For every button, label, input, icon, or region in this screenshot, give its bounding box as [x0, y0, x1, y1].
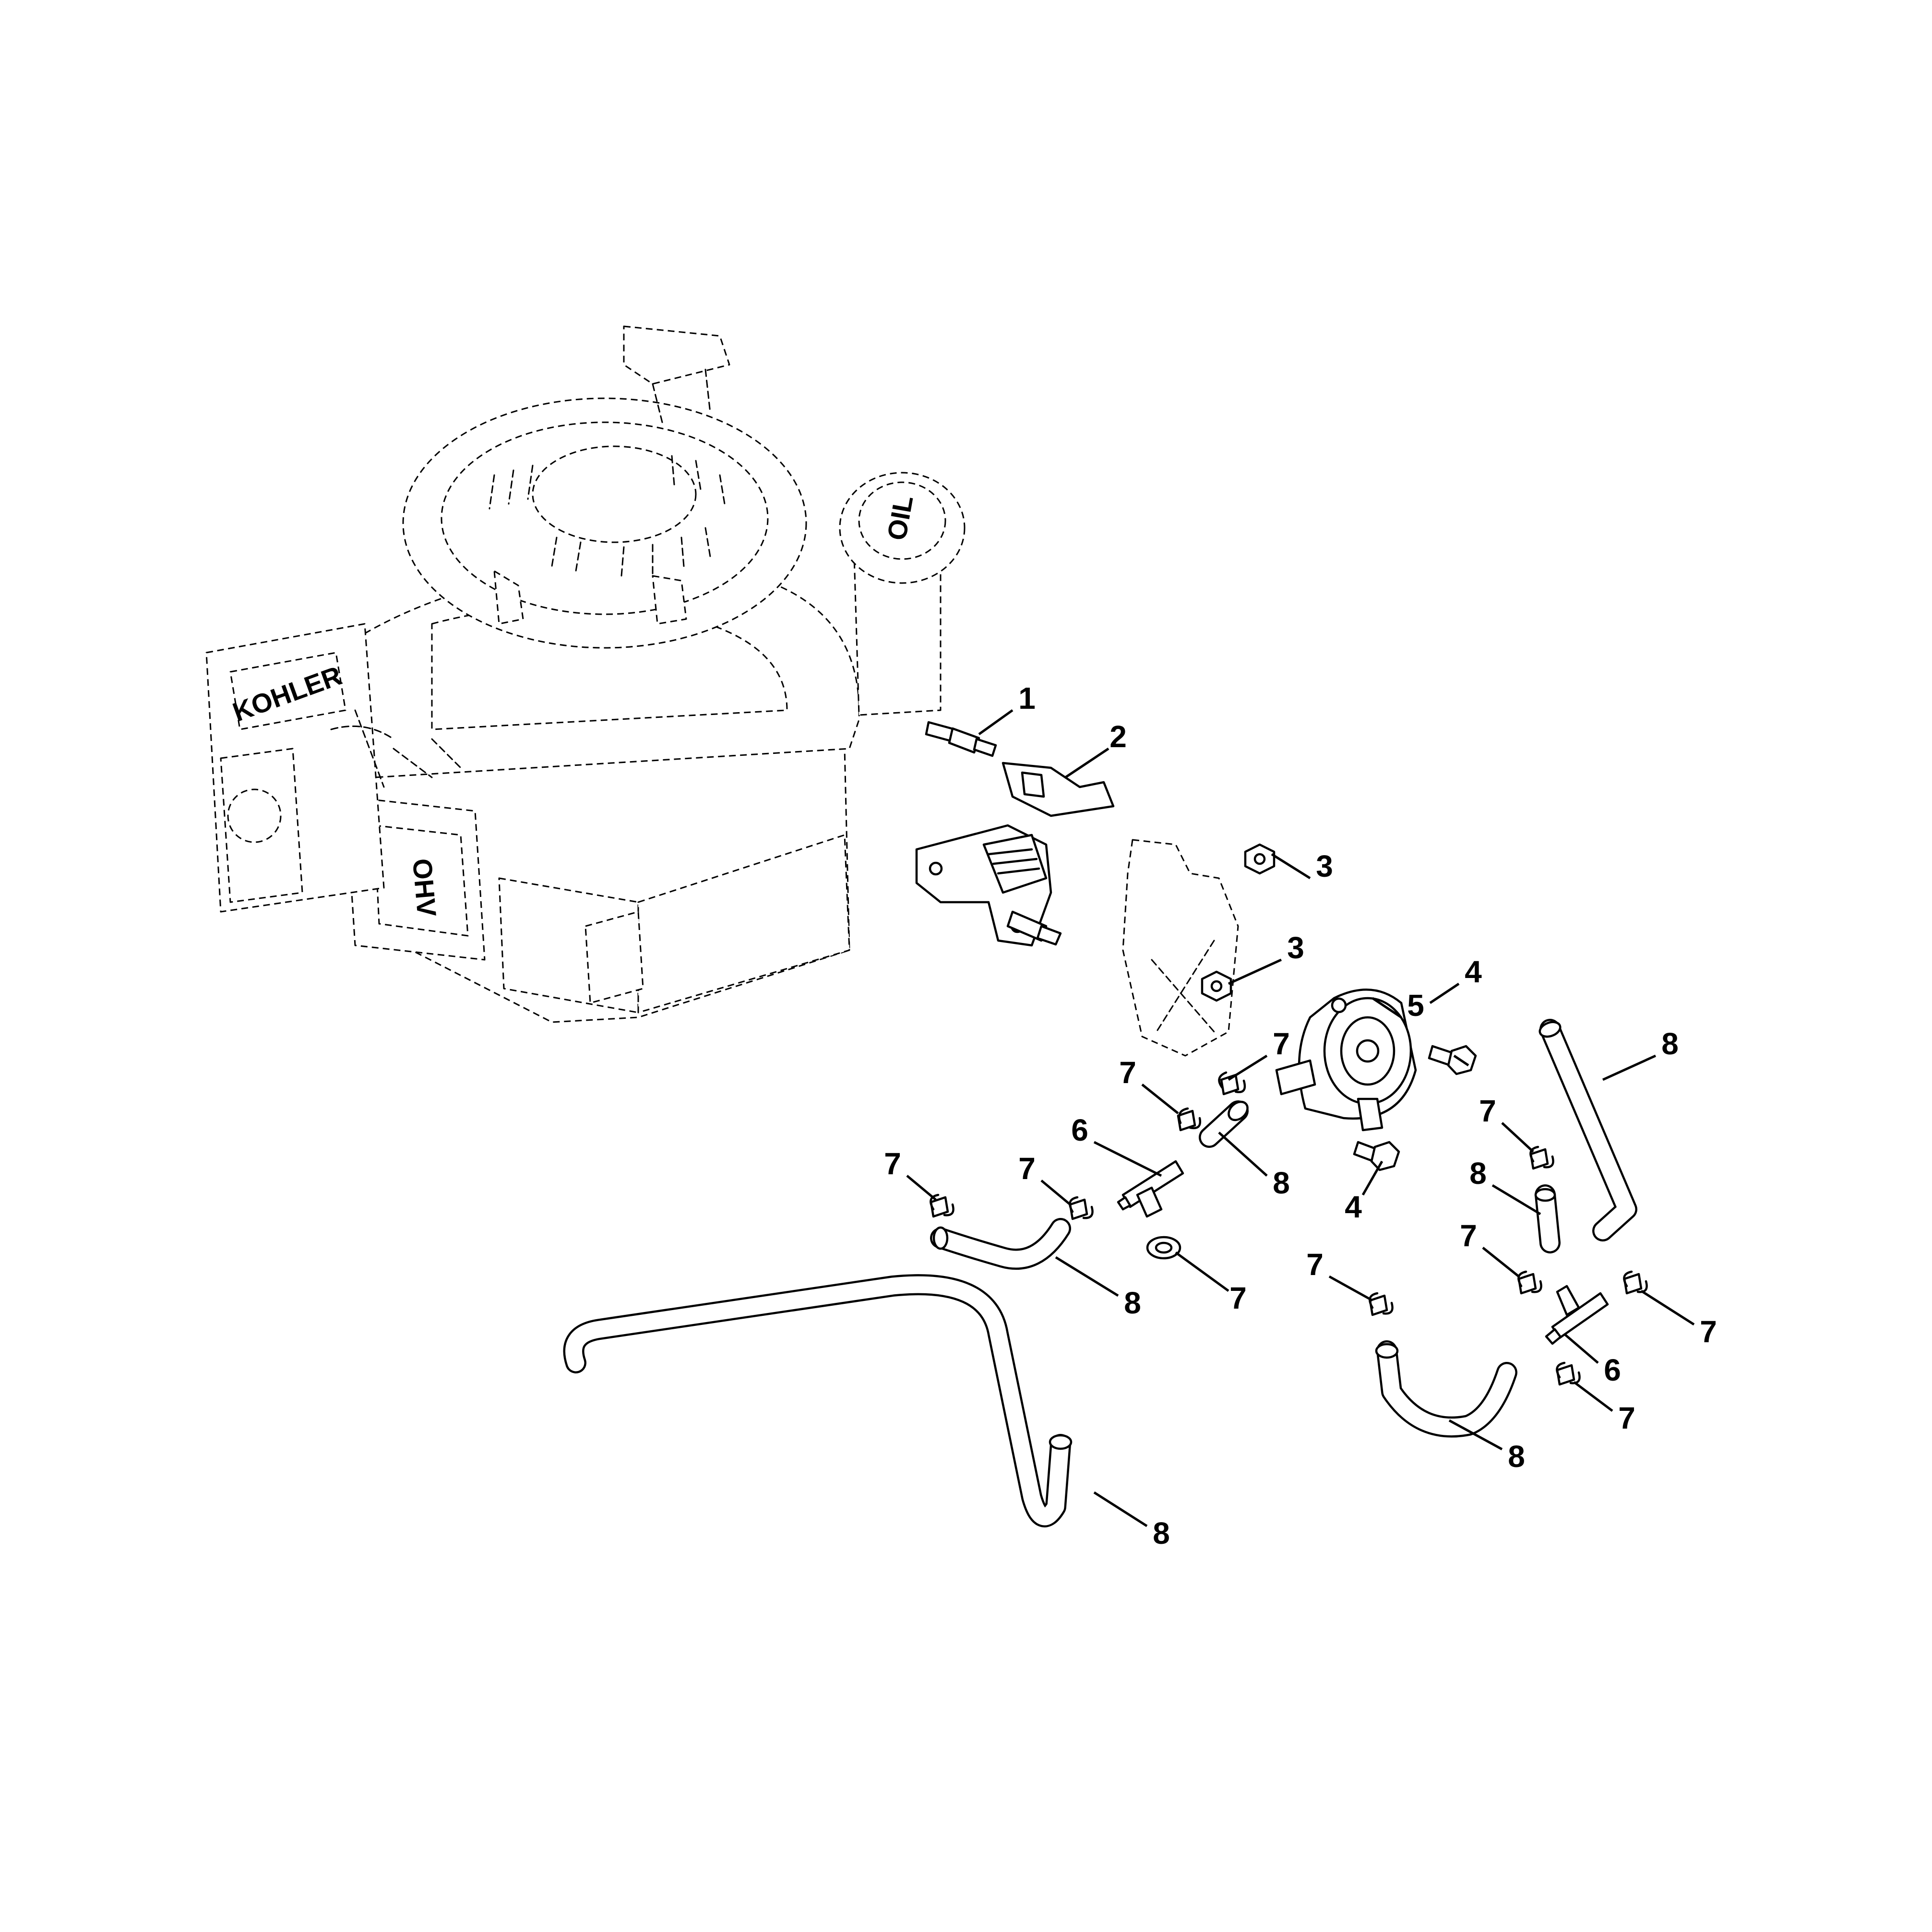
- part-1-hose-fitting: [925, 721, 997, 757]
- mounting-plate: [1122, 839, 1239, 1057]
- callout-2: 2: [1109, 719, 1127, 754]
- callout-7-g: 7: [1460, 1218, 1477, 1253]
- part-8-hose-left-middle: [930, 1218, 1071, 1270]
- callout-4-upper: 4: [1465, 954, 1482, 989]
- callout-6-right: 6: [1604, 1353, 1621, 1387]
- callout-7-h: 7: [1700, 1314, 1717, 1349]
- leader-lines: [906, 709, 1695, 1527]
- part-3-nut-lower: [1201, 970, 1232, 1002]
- callout-7-a: 7: [1119, 1055, 1136, 1090]
- part-8-hose-long: [563, 1274, 1073, 1527]
- part-2-bracket-assembly: [915, 762, 1115, 947]
- part-7-clamp-f: [1529, 1145, 1554, 1170]
- callout-7-c: 7: [884, 1146, 901, 1181]
- callout-7-e: 7: [1229, 1281, 1247, 1315]
- callout-7-i: 7: [1306, 1247, 1324, 1282]
- part-4-screw-lower: [1353, 1141, 1400, 1171]
- callout-8-left-middle: 8: [1124, 1286, 1141, 1320]
- callout-4-lower: 4: [1345, 1190, 1362, 1224]
- part-3-nut-upper: [1244, 843, 1276, 875]
- callout-8-u-right: 8: [1508, 1439, 1525, 1474]
- callout-7-f: 7: [1479, 1094, 1496, 1128]
- part-7-clamp-b: [1218, 1071, 1246, 1096]
- part-8-hose-small-right: [1534, 1184, 1561, 1253]
- part-8-hose-right-upper: [1538, 1019, 1637, 1241]
- part-6-tee-fitting-left: [1117, 1160, 1184, 1218]
- callout-3-upper: 3: [1316, 849, 1333, 883]
- callout-8-small-right: 8: [1469, 1156, 1487, 1191]
- part-7-clamp-d: [1069, 1196, 1094, 1220]
- part-7-clamp-c: [930, 1193, 954, 1218]
- part-8-hose-u-right: [1375, 1340, 1517, 1438]
- part-5-fuel-pump: [1275, 988, 1417, 1132]
- callout-5: 5: [1407, 988, 1424, 1023]
- part-7-clamp-i: [1369, 1292, 1394, 1316]
- callout-7-b: 7: [1273, 1026, 1290, 1061]
- part-7-clamp-e: [1146, 1236, 1181, 1260]
- callout-7-d: 7: [1018, 1151, 1036, 1186]
- part-7-clamp-g: [1517, 1270, 1542, 1295]
- callout-3-lower: 3: [1287, 930, 1304, 965]
- engine-phantom: OIL KOHLER OHV: [205, 325, 966, 1023]
- callout-8-short: 8: [1273, 1166, 1290, 1200]
- callout-1: 1: [1018, 681, 1036, 716]
- valve-cover-marking: OHV: [407, 857, 442, 918]
- part-6-tee-fitting-right: [1545, 1285, 1609, 1345]
- part-4-screw-upper: [1428, 1045, 1477, 1075]
- callout-6-left: 6: [1071, 1113, 1088, 1147]
- callout-7-j: 7: [1618, 1401, 1635, 1435]
- part-8-hose-short-upper: [1199, 1100, 1249, 1148]
- part-7-clamp-j: [1556, 1361, 1581, 1386]
- callout-8-right-upper: 8: [1661, 1026, 1679, 1061]
- part-7-clamp-a: [1177, 1107, 1202, 1132]
- callout-labels: 1 2 3 3 4 4 5 6 6 7 7 7 7 7 7 7 7 7 7 8 …: [884, 681, 1717, 1550]
- callout-8-long: 8: [1153, 1516, 1170, 1550]
- part-7-clamp-h: [1623, 1270, 1648, 1295]
